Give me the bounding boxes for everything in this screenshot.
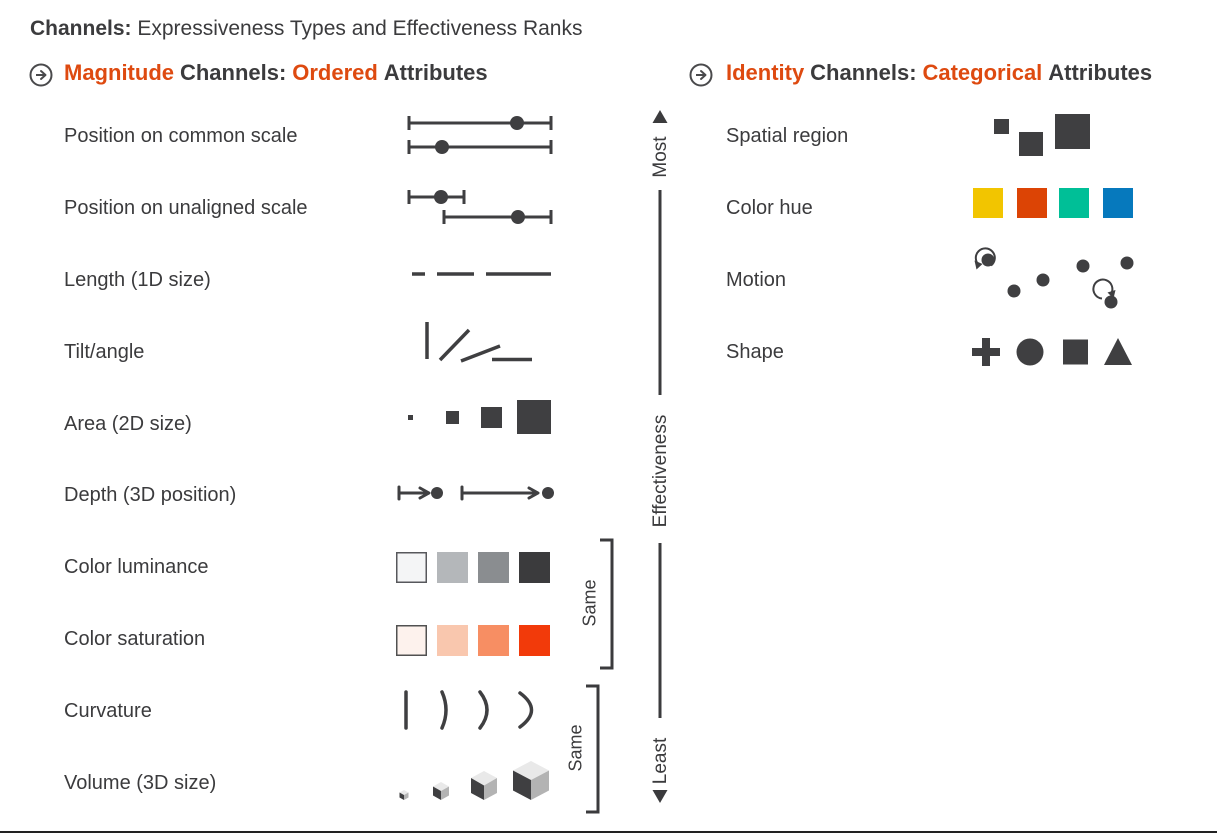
area-glyph — [396, 398, 556, 438]
row-label-length: Length (1D size) — [64, 269, 211, 291]
magnitude-heading-word4: Attributes — [383, 60, 488, 85]
position-unaligned-scale-glyph — [396, 178, 556, 242]
color-saturation-swatches — [396, 625, 556, 656]
row-label-color-luminance: Color luminance — [64, 556, 209, 578]
identity-heading-word2: Channels: — [810, 60, 917, 85]
motion-glyph — [955, 247, 1150, 314]
identity-heading-word4: Attributes — [1048, 60, 1153, 85]
row-label-motion: Motion — [726, 269, 787, 291]
color-hue-swatches — [973, 188, 1135, 218]
row-label-color-saturation: Color saturation — [64, 628, 206, 650]
row-label-depth: Depth (3D position) — [64, 484, 237, 506]
position-common-scale-glyph — [396, 104, 556, 168]
axis-arrow-up-icon — [652, 110, 668, 123]
axis-arrow-down-icon — [652, 790, 668, 803]
row-label-shape: Shape — [726, 341, 784, 363]
length-glyph — [396, 258, 556, 290]
identity-heading-word3: Categorical — [922, 60, 1043, 85]
same-bracket-luminance-saturation — [598, 538, 618, 670]
title-rest: Expressiveness Types and Effectiveness R… — [131, 17, 583, 40]
volume-glyph — [396, 756, 556, 806]
axis-label-most: Most — [650, 136, 671, 178]
arrow-circle-icon — [688, 62, 714, 88]
same-bracket-curvature-volume — [584, 684, 604, 814]
row-label-tilt-angle: Tilt/angle — [64, 341, 145, 363]
circle-shape-icon — [1016, 338, 1044, 366]
rotation-cw-arrow-icon — [1092, 278, 1114, 300]
triangle-shape-icon — [1104, 338, 1132, 365]
row-label-color-hue: Color hue — [726, 197, 813, 219]
axis-label-least: Least — [650, 737, 671, 785]
title-bold: Channels: — [30, 17, 132, 40]
row-label-volume: Volume (3D size) — [64, 772, 217, 794]
arrow-circle-icon — [28, 62, 54, 88]
square-shape-icon — [1063, 339, 1088, 365]
shape-glyph — [970, 336, 1145, 368]
row-label-spatial-region: Spatial region — [726, 125, 849, 147]
row-label-area: Area (2D size) — [64, 413, 192, 435]
same-label-2: Same — [565, 724, 586, 772]
effectiveness-axis — [645, 106, 675, 816]
rotation-ccw-arrow-icon — [974, 247, 996, 267]
plus-shape-icon — [972, 338, 1000, 366]
spatial-region-glyph — [985, 108, 1105, 160]
page-title: Channels: Expressiveness Types and Effec… — [30, 16, 582, 42]
same-label-1: Same — [579, 579, 600, 627]
row-label-position-unaligned-scale: Position on unaligned scale — [64, 197, 308, 219]
axis-label-effectiveness: Effectiveness — [650, 414, 671, 528]
identity-heading-word1: Identity — [726, 60, 805, 85]
magnitude-heading-word3: Ordered — [292, 60, 378, 85]
curvature-glyph — [396, 686, 556, 734]
tilt-angle-glyph — [396, 314, 556, 366]
magnitude-heading-word2: Channels: — [179, 60, 287, 85]
row-label-curvature: Curvature — [64, 700, 152, 722]
color-luminance-swatches — [396, 552, 556, 583]
depth-glyph — [396, 480, 556, 506]
magnitude-heading-word1: Magnitude — [64, 60, 174, 85]
row-label-position-common-scale: Position on common scale — [64, 125, 298, 147]
